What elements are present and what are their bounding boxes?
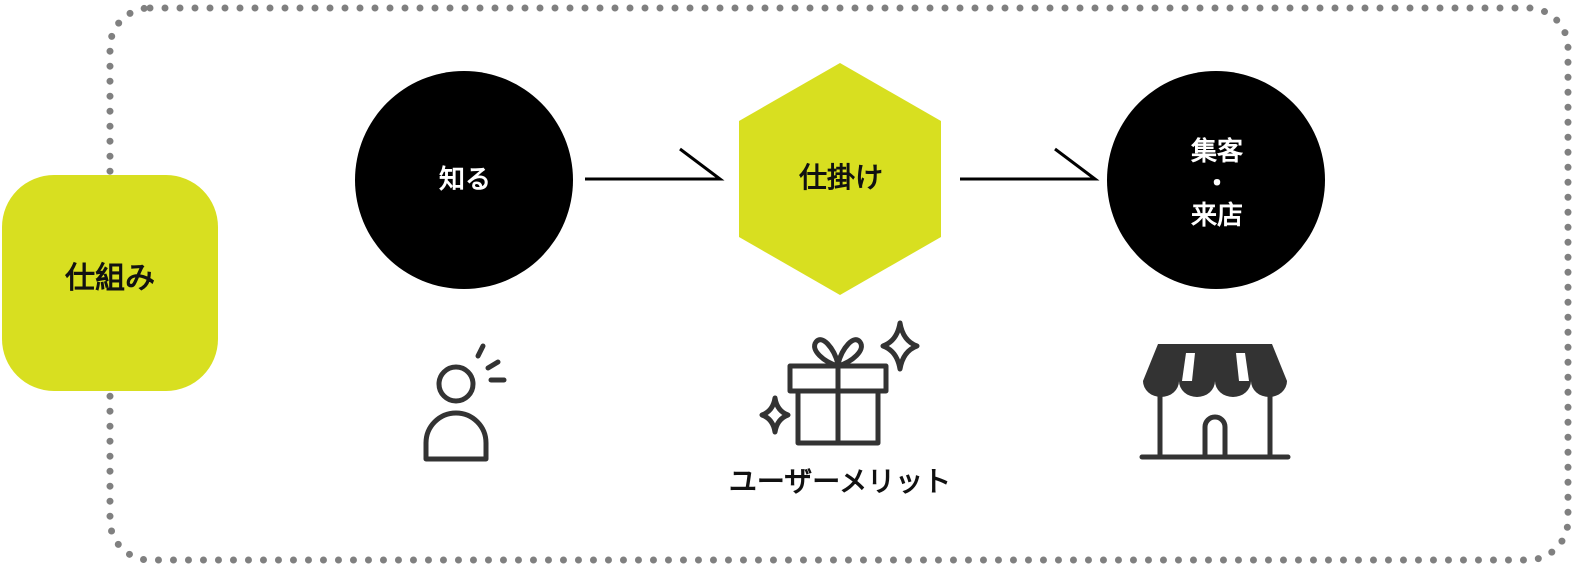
gift-sparkle-icon — [759, 320, 920, 446]
step-shukyaku-label: 集客 ・ 来店 — [1108, 136, 1326, 232]
step-shiru-circle — [355, 71, 573, 289]
dotted-frame — [106, 4, 1572, 564]
step-shikake-label: 仕掛け — [798, 161, 883, 194]
step-shukyaku-circle — [1107, 71, 1325, 289]
step-shikake-hexagon — [739, 63, 941, 295]
user-merit-caption: ユーザーメリット — [728, 465, 952, 498]
step-shukyaku-line-3: 来店 — [1190, 201, 1243, 231]
shikumi-box — [2, 175, 218, 391]
person-sparkle-icon — [423, 343, 507, 462]
arrow-1 — [585, 147, 725, 181]
step-shukyaku-line-1: 集客 — [1190, 137, 1243, 167]
arrow-2 — [960, 147, 1100, 181]
storefront-icon — [1139, 344, 1291, 460]
step-shiru-label: 知る — [438, 165, 491, 195]
frame-label: 仕組み — [65, 261, 155, 296]
step-shukyaku-line-2: ・ — [1203, 169, 1230, 199]
